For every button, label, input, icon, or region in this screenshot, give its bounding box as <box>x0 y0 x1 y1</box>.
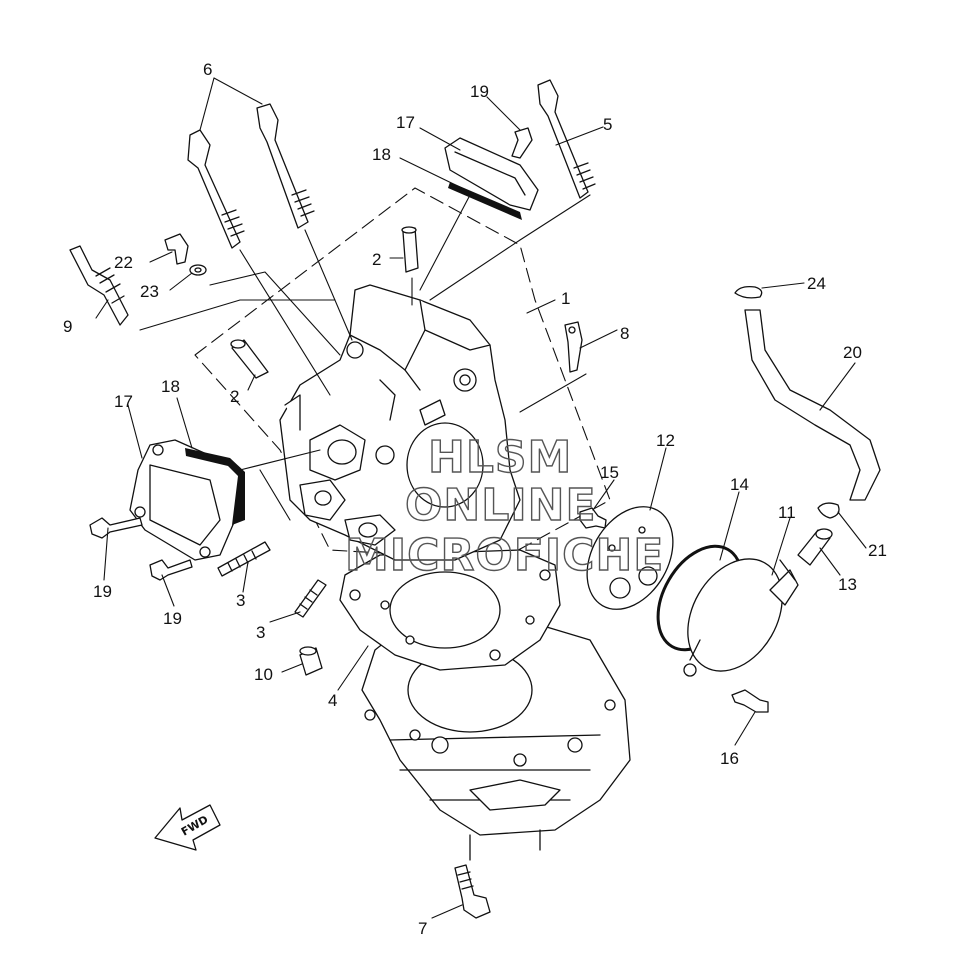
hose-joint-13 <box>797 528 833 566</box>
callout-17-left: 17 <box>114 392 133 411</box>
callout-21: 21 <box>868 541 887 560</box>
callout-4: 4 <box>328 691 337 710</box>
stud-3b <box>294 579 327 618</box>
stud-bolt-6a <box>187 129 245 249</box>
callout-18-top: 18 <box>372 145 391 164</box>
watermark: HLSM ONLINE MICROFICHE <box>344 431 664 581</box>
fwd-arrow <box>154 804 221 851</box>
callout-7: 7 <box>418 919 427 938</box>
dowel-10 <box>299 646 323 676</box>
callout-1: 1 <box>561 289 570 308</box>
callout-19-left: 19 <box>93 582 112 601</box>
callout-6: 6 <box>203 60 212 79</box>
spark-plug <box>69 245 129 326</box>
callout-24: 24 <box>807 274 826 293</box>
callout-15: 15 <box>600 463 619 482</box>
callout-2-top: 2 <box>372 250 381 269</box>
hose-clip-21 <box>817 502 840 519</box>
cylinder-head-cover-top <box>444 137 539 211</box>
callout-13: 13 <box>838 575 857 594</box>
stud-3a <box>217 541 271 577</box>
dowel-pin-2a <box>401 226 419 273</box>
callout-19-top: 19 <box>470 82 489 101</box>
cover-11 <box>683 558 799 677</box>
bolt-19-lower <box>149 559 193 581</box>
callout-19-lower: 19 <box>163 609 182 628</box>
stud-bolt-5 <box>537 79 596 199</box>
breather-hose-20 <box>744 309 881 501</box>
callout-8: 8 <box>620 324 629 343</box>
bolt-22 <box>164 233 189 265</box>
callout-18-left: 18 <box>161 377 180 396</box>
bolt-8 <box>564 321 583 373</box>
callout-3-upper: 3 <box>236 591 245 610</box>
cylinder-head-gasket <box>339 549 561 671</box>
watermark-line-2: ONLINE <box>405 480 597 531</box>
callout-2-left: 2 <box>230 387 239 406</box>
hose-clip-24 <box>734 285 763 299</box>
bolt-19-top <box>511 127 533 159</box>
cylinder-head-cover-left <box>129 439 241 561</box>
washer-23 <box>189 264 207 276</box>
head-cover-gasket-top <box>448 182 522 220</box>
callout-22: 22 <box>114 253 133 272</box>
cylinder <box>361 624 631 861</box>
callout-16: 16 <box>720 749 739 768</box>
dowel-pin-2b <box>230 339 269 379</box>
callout-17-top: 17 <box>396 113 415 132</box>
callout-23: 23 <box>140 282 159 301</box>
callout-11: 11 <box>778 503 796 522</box>
callout-9: 9 <box>63 317 72 336</box>
cylinder-head <box>279 284 521 561</box>
callout-5: 5 <box>603 115 612 134</box>
leader-lines <box>95 77 867 919</box>
callouts: 1 2 2 3 3 4 5 6 7 8 9 10 11 12 13 14 15 … <box>63 60 887 938</box>
cover-plate-12 <box>586 506 674 610</box>
callout-10: 10 <box>254 665 273 684</box>
stud-bolt-6b <box>256 103 315 229</box>
callout-14: 14 <box>730 475 749 494</box>
bolt-7 <box>454 864 491 919</box>
callout-3-lower: 3 <box>256 623 265 642</box>
watermark-line-3: MICROFICHE <box>345 530 664 581</box>
callout-12: 12 <box>656 431 675 450</box>
callout-20: 20 <box>843 343 862 362</box>
bolt-19-left <box>89 517 143 539</box>
watermark-line-1: HLSM <box>428 432 572 483</box>
head-cover-gasket-left <box>185 448 245 525</box>
bolt-16 <box>731 689 769 713</box>
